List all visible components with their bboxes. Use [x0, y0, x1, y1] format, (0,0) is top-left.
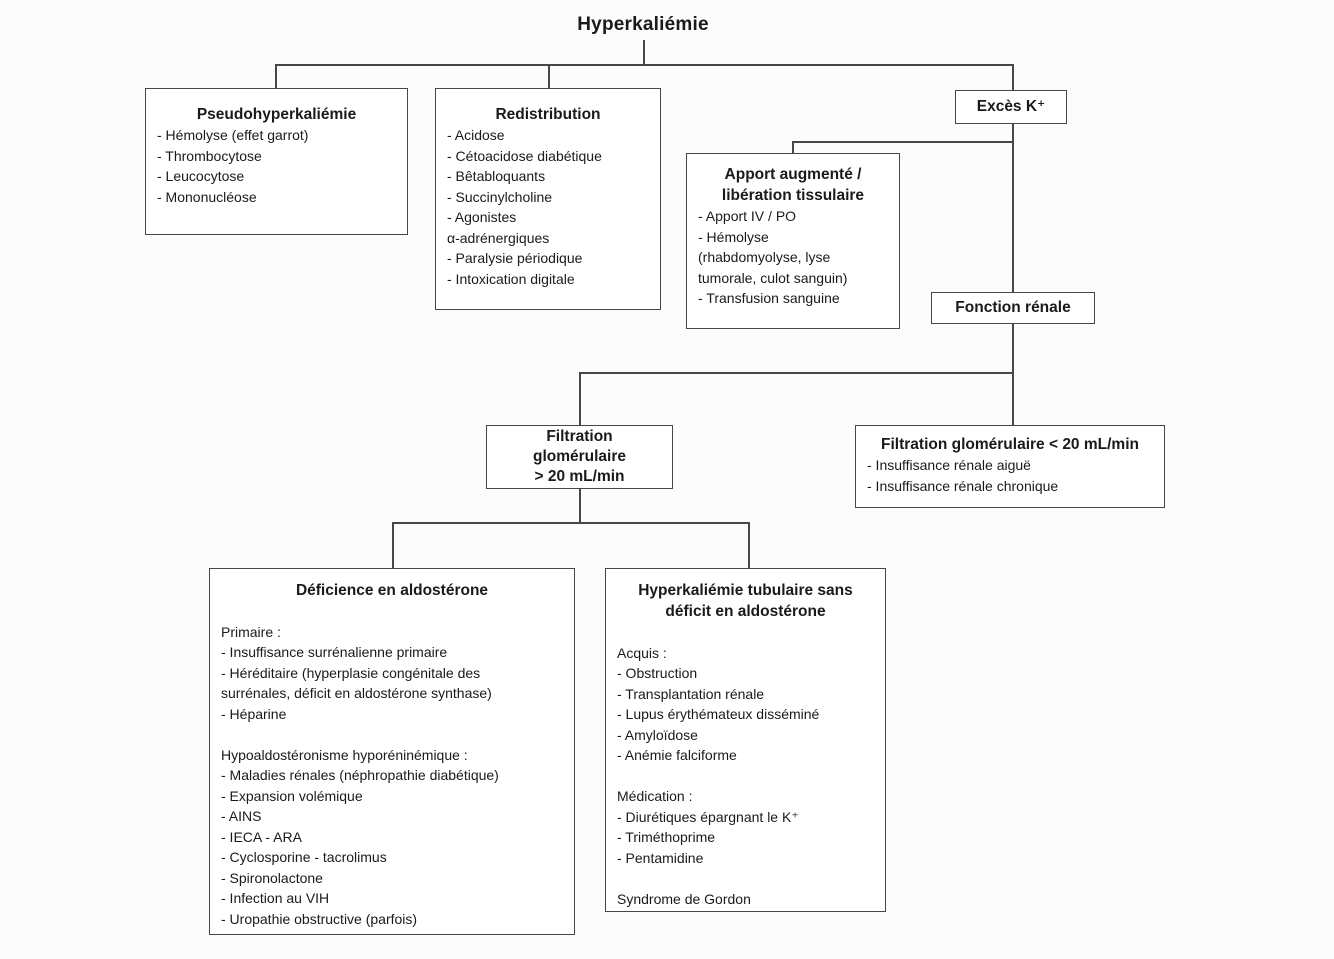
node-lines: - Hémolyse (effet garrot) - Thrombocytose… [146, 125, 407, 207]
text-line: - AINS [221, 808, 262, 824]
text-line: - Uropathie obstructive (parfois) [221, 910, 418, 927]
node-filtration-inf-20: Filtration glomérulaire < 20 mL/min - In… [855, 425, 1165, 508]
text-line: - Amyloïdose [617, 726, 698, 743]
node-tubulaire-sans-deficit: Hyperkaliémie tubulaire sans déficit en a… [605, 568, 886, 912]
text-line: - Héréditaire (hyperplasie congénitale d… [221, 664, 481, 681]
node-lines: Acquis : - Obstruction - Transplantation r… [606, 622, 885, 909]
text-line: - Obstruction [617, 665, 698, 681]
node-title-line: glomérulaire [532, 448, 627, 465]
node-fonction-renale: Fonction rénale [931, 292, 1095, 324]
text-line: - Hémolyse [698, 228, 769, 245]
text-line: - Insuffisance surrénalienne primaire [221, 644, 448, 660]
node-title-line: Hyperkaliémie tubulaire sans [638, 582, 853, 599]
connector-line [1012, 64, 1014, 90]
node-title: Hyperkaliémie tubulaire sans déficit en a… [606, 580, 885, 622]
text-line: - IECA - ARA [221, 828, 302, 845]
text-line: - Lupus érythémateux disséminé [617, 706, 820, 722]
text-line [221, 724, 563, 745]
text-line: - Acidose [447, 127, 505, 143]
node-title: Fonction rénale [955, 299, 1071, 316]
text-line [617, 622, 874, 643]
node-title: Excès K⁺ [976, 98, 1046, 115]
node-title: Filtration glomérulaire < 20 mL/min [881, 436, 1139, 453]
text-line: - Mononucléose [157, 188, 257, 205]
connector-line [792, 141, 794, 153]
text-line: - Spironolactone [221, 869, 323, 886]
connector-line [392, 522, 749, 524]
text-line [617, 766, 874, 787]
text-line: Acquis : [617, 644, 667, 661]
node-lines: - Apport IV / PO - Hémolyse (rhabdomyolyse… [687, 206, 899, 309]
text-line: - Leucocytose [157, 168, 245, 184]
text-line: - Infection au VIH [221, 890, 330, 906]
node-title-line: Apport augmenté / [724, 166, 862, 183]
text-line: - Hémolyse (effet garrot) [157, 127, 309, 143]
text-line: - Maladies rénales (néphropathie diabéti… [221, 767, 499, 783]
text-line: - Cétoacidose diabétique [447, 147, 602, 164]
text-line: - Triméthoprime [617, 829, 716, 845]
text-line: surrénales, déficit en aldostérone synth… [221, 685, 492, 701]
connector-line [392, 522, 394, 568]
node-title-line: Filtration [546, 428, 613, 445]
text-line: - Insuffisance rénale aiguë [867, 457, 1031, 473]
node-filtration-sup-20: Filtration glomérulaire > 20 mL/min [486, 425, 673, 489]
text-line: - Expansion volémique [221, 787, 363, 804]
text-line: - Bêtabloquants [447, 168, 546, 184]
connector-line [643, 40, 645, 65]
connector-line [579, 372, 1014, 374]
text-line: - Transfusion sanguine [698, 290, 840, 306]
text-line: - Thrombocytose [157, 147, 262, 164]
text-line: - Succinylcholine [447, 188, 553, 205]
node-title: Pseudohyperkaliémie [196, 106, 357, 123]
text-line: - Insuffisance rénale chronique [867, 477, 1059, 494]
connector-line [579, 488, 581, 522]
node-title-line: déficit en aldostérone [665, 603, 826, 620]
text-line: Syndrome de Gordon [617, 890, 751, 907]
text-line: Hypoaldostéronisme hyporéninémique : [221, 746, 468, 763]
node-pseudohyperkaliemie: Pseudohyperkaliémie - Hémolyse (effet ga… [145, 88, 408, 235]
text-line: - Anémie falciforme [617, 747, 737, 763]
connector-line [579, 372, 581, 425]
node-title: Déficience en aldostérone [295, 582, 489, 599]
node-title: Apport augmenté / libération tissulaire [687, 164, 899, 206]
text-line: - Paralysie périodique [447, 250, 583, 266]
node-lines: - Insuffisance rénale aiguë - Insuffisanc… [856, 455, 1164, 496]
text-line: Médication : [617, 788, 693, 804]
node-lines: - Acidose - Cétoacidose diabétique - Bêtab… [436, 125, 660, 289]
node-deficience-aldosterone: Déficience en aldostérone Primaire : - In… [209, 568, 575, 935]
page-title: Hyperkaliémie [577, 14, 709, 35]
text-line: - Transplantation rénale [617, 685, 765, 702]
text-line: (rhabdomyolyse, lyse [698, 249, 831, 265]
text-line: - Héparine [221, 705, 287, 722]
connector-line [275, 64, 277, 88]
text-line [617, 868, 874, 889]
node-apport-augmente: Apport augmenté / libération tissulaire -… [686, 153, 900, 329]
text-line: - Apport IV / PO [698, 208, 797, 224]
text-line: - Intoxication digitale [447, 270, 575, 287]
connector-line [748, 522, 750, 568]
connector-line [1012, 123, 1014, 292]
node-title: Filtration glomérulaire > 20 mL/min [533, 427, 626, 487]
node-exces-k: Excès K⁺ [955, 90, 1067, 124]
connector-line [792, 141, 1013, 143]
node-title-line: > 20 mL/min [534, 468, 625, 485]
text-line: - Cyclosporine - tacrolimus [221, 849, 387, 865]
connector-line [1012, 324, 1014, 372]
text-line: - Agonistes [447, 209, 517, 225]
text-line: tumorale, culot sanguin) [698, 269, 848, 286]
node-title: Redistribution [495, 106, 601, 123]
text-line: α-adrénergiques [447, 229, 550, 246]
connector-line [275, 64, 1014, 66]
node-title-line: libération tissulaire [721, 187, 865, 204]
node-lines: Primaire : - Insuffisance surrénalienne p… [210, 601, 574, 929]
text-line: - Diurétiques épargnant le K⁺ [617, 808, 799, 825]
connector-line [1012, 372, 1014, 425]
node-redistribution: Redistribution - Acidose - Cétoacidose di… [435, 88, 661, 310]
text-line [221, 601, 563, 622]
text-line: Primaire : [221, 623, 281, 640]
connector-line [548, 64, 550, 88]
text-line: - Pentamidine [617, 849, 704, 866]
